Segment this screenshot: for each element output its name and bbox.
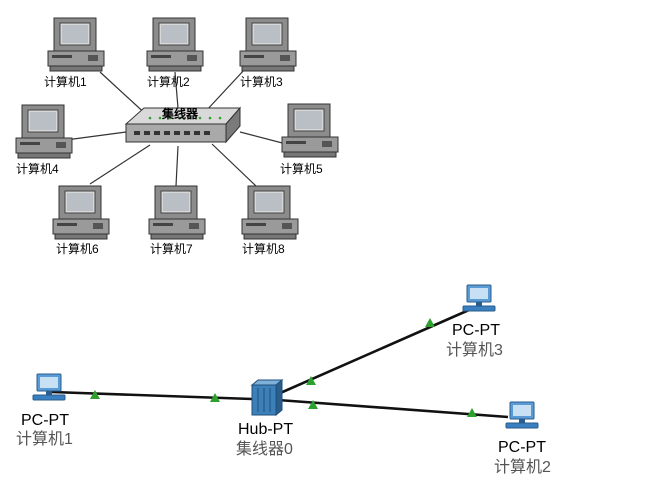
hub-pt[interactable]: Hub-PT 集线器0 [236,378,293,458]
computer-label: 计算机1 [44,74,87,89]
pc-type-label: PC-PT [498,439,546,456]
computer-label: 计算机7 [150,241,193,256]
computer-icon [241,185,299,240]
computer-label: 计算机6 [56,241,99,256]
computer-8[interactable]: 计算机8 [241,185,299,256]
link-hub-pc1 [51,390,253,401]
pt-pc-3[interactable]: PC-PT 计算机3 [446,284,503,359]
top-hub-diagram: 集线器 计算机1 计算机2 计算机3 计算机4 计算机5 计算机6 [15,17,339,256]
computer-icon [239,17,297,72]
pc-icon [32,373,66,401]
computer-icon [52,185,110,240]
computer-6[interactable]: 计算机6 [52,185,110,256]
computer-1[interactable]: 计算机1 [44,17,105,89]
hub-type-label: Hub-PT [238,421,293,438]
link-pc7 [175,145,179,187]
computer-label: 计算机4 [16,161,59,176]
link-pc6 [89,144,151,185]
hub-label: 集线器 [161,106,199,121]
computer-label: 计算机3 [240,74,283,89]
computer-label: 计算机8 [242,241,285,256]
pc-type-label: PC-PT [21,412,69,429]
hub-name-label: 集线器0 [236,440,293,458]
pc-name-label: 计算机3 [446,340,503,359]
computer-icon [281,103,339,158]
computer-icon [15,104,73,159]
pc-icon [462,284,496,312]
link-status-icon [425,318,435,327]
computer-icon [146,17,204,72]
packet-tracer-diagram: Hub-PT 集线器0 PC-PT 计算机1 PC-PT 计算机3 PC-PT … [16,284,551,476]
computer-3[interactable]: 计算机3 [239,17,297,89]
computer-label: 计算机5 [280,161,323,176]
link-pc4 [65,131,127,141]
pc-name-label: 计算机2 [494,457,551,476]
computer-4[interactable]: 计算机4 [15,104,73,176]
computer-icon [47,17,105,72]
pc-name-label: 计算机1 [16,429,73,448]
pc-type-label: PC-PT [452,322,500,339]
link-status-icon [467,408,477,417]
pt-pc-2[interactable]: PC-PT 计算机2 [494,401,551,476]
pt-pc-1[interactable]: PC-PT 计算机1 [16,373,73,448]
computer-icon [148,185,206,240]
computer-2[interactable]: 计算机2 [146,17,204,89]
link-pc2 [174,71,179,109]
computer-label: 计算机2 [147,74,190,89]
top-hub[interactable]: 集线器 [124,106,242,144]
link-pc8 [211,143,257,187]
computer-7[interactable]: 计算机7 [148,185,206,256]
pc-icon [505,401,539,429]
computer-5[interactable]: 计算机5 [280,103,339,176]
